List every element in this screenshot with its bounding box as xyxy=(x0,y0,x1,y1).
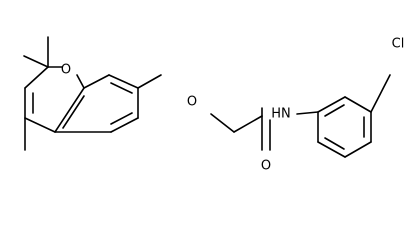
bond-c4a-c8a xyxy=(54,87,85,133)
atom-label-amide-nitrogen: HN xyxy=(271,107,291,122)
bond-c6-c5 xyxy=(110,117,139,133)
bond-c6-c5-inner xyxy=(110,112,133,125)
atom-label-ether-oxygen: O xyxy=(187,95,197,110)
bond-c8-c7-inner xyxy=(110,82,133,94)
bond-c8a-o1 xyxy=(76,74,85,89)
bond-c8a-c8 xyxy=(83,74,110,89)
bond-ar-c4-c5 xyxy=(344,141,372,158)
atom-label-chlorine: Cl xyxy=(392,37,405,52)
bond-c2-c3 xyxy=(24,66,49,89)
bond-c4a-c8a-inner xyxy=(62,95,85,129)
bond-ar-c2-c3 xyxy=(344,96,372,113)
bond-c2-methyl-left xyxy=(23,55,49,68)
bond-lines xyxy=(23,36,391,158)
molecule-structure-diagram: O O HN O Cl xyxy=(23,36,404,174)
bond-c7-o-ether xyxy=(137,74,162,89)
bond-ch2-carbonyl-c xyxy=(233,115,263,133)
bond-ar-inner-3 xyxy=(324,137,345,150)
bond-n-c1-aryl xyxy=(296,111,319,115)
bond-ar-c1-c2 xyxy=(317,96,346,113)
atom-label-ring-oxygen: O xyxy=(61,63,71,78)
bond-o-ether-ch2 xyxy=(210,113,235,133)
atom-labels: O O HN O Cl xyxy=(61,37,404,174)
bond-ar-c5-c6 xyxy=(317,141,346,158)
atom-label-carbonyl-oxygen: O xyxy=(261,159,271,174)
bond-ar-inner-1 xyxy=(324,104,345,117)
bond-c8-c7 xyxy=(108,74,139,89)
bond-ar-c3-cl xyxy=(370,74,391,113)
bond-c4-c4a xyxy=(24,117,56,133)
